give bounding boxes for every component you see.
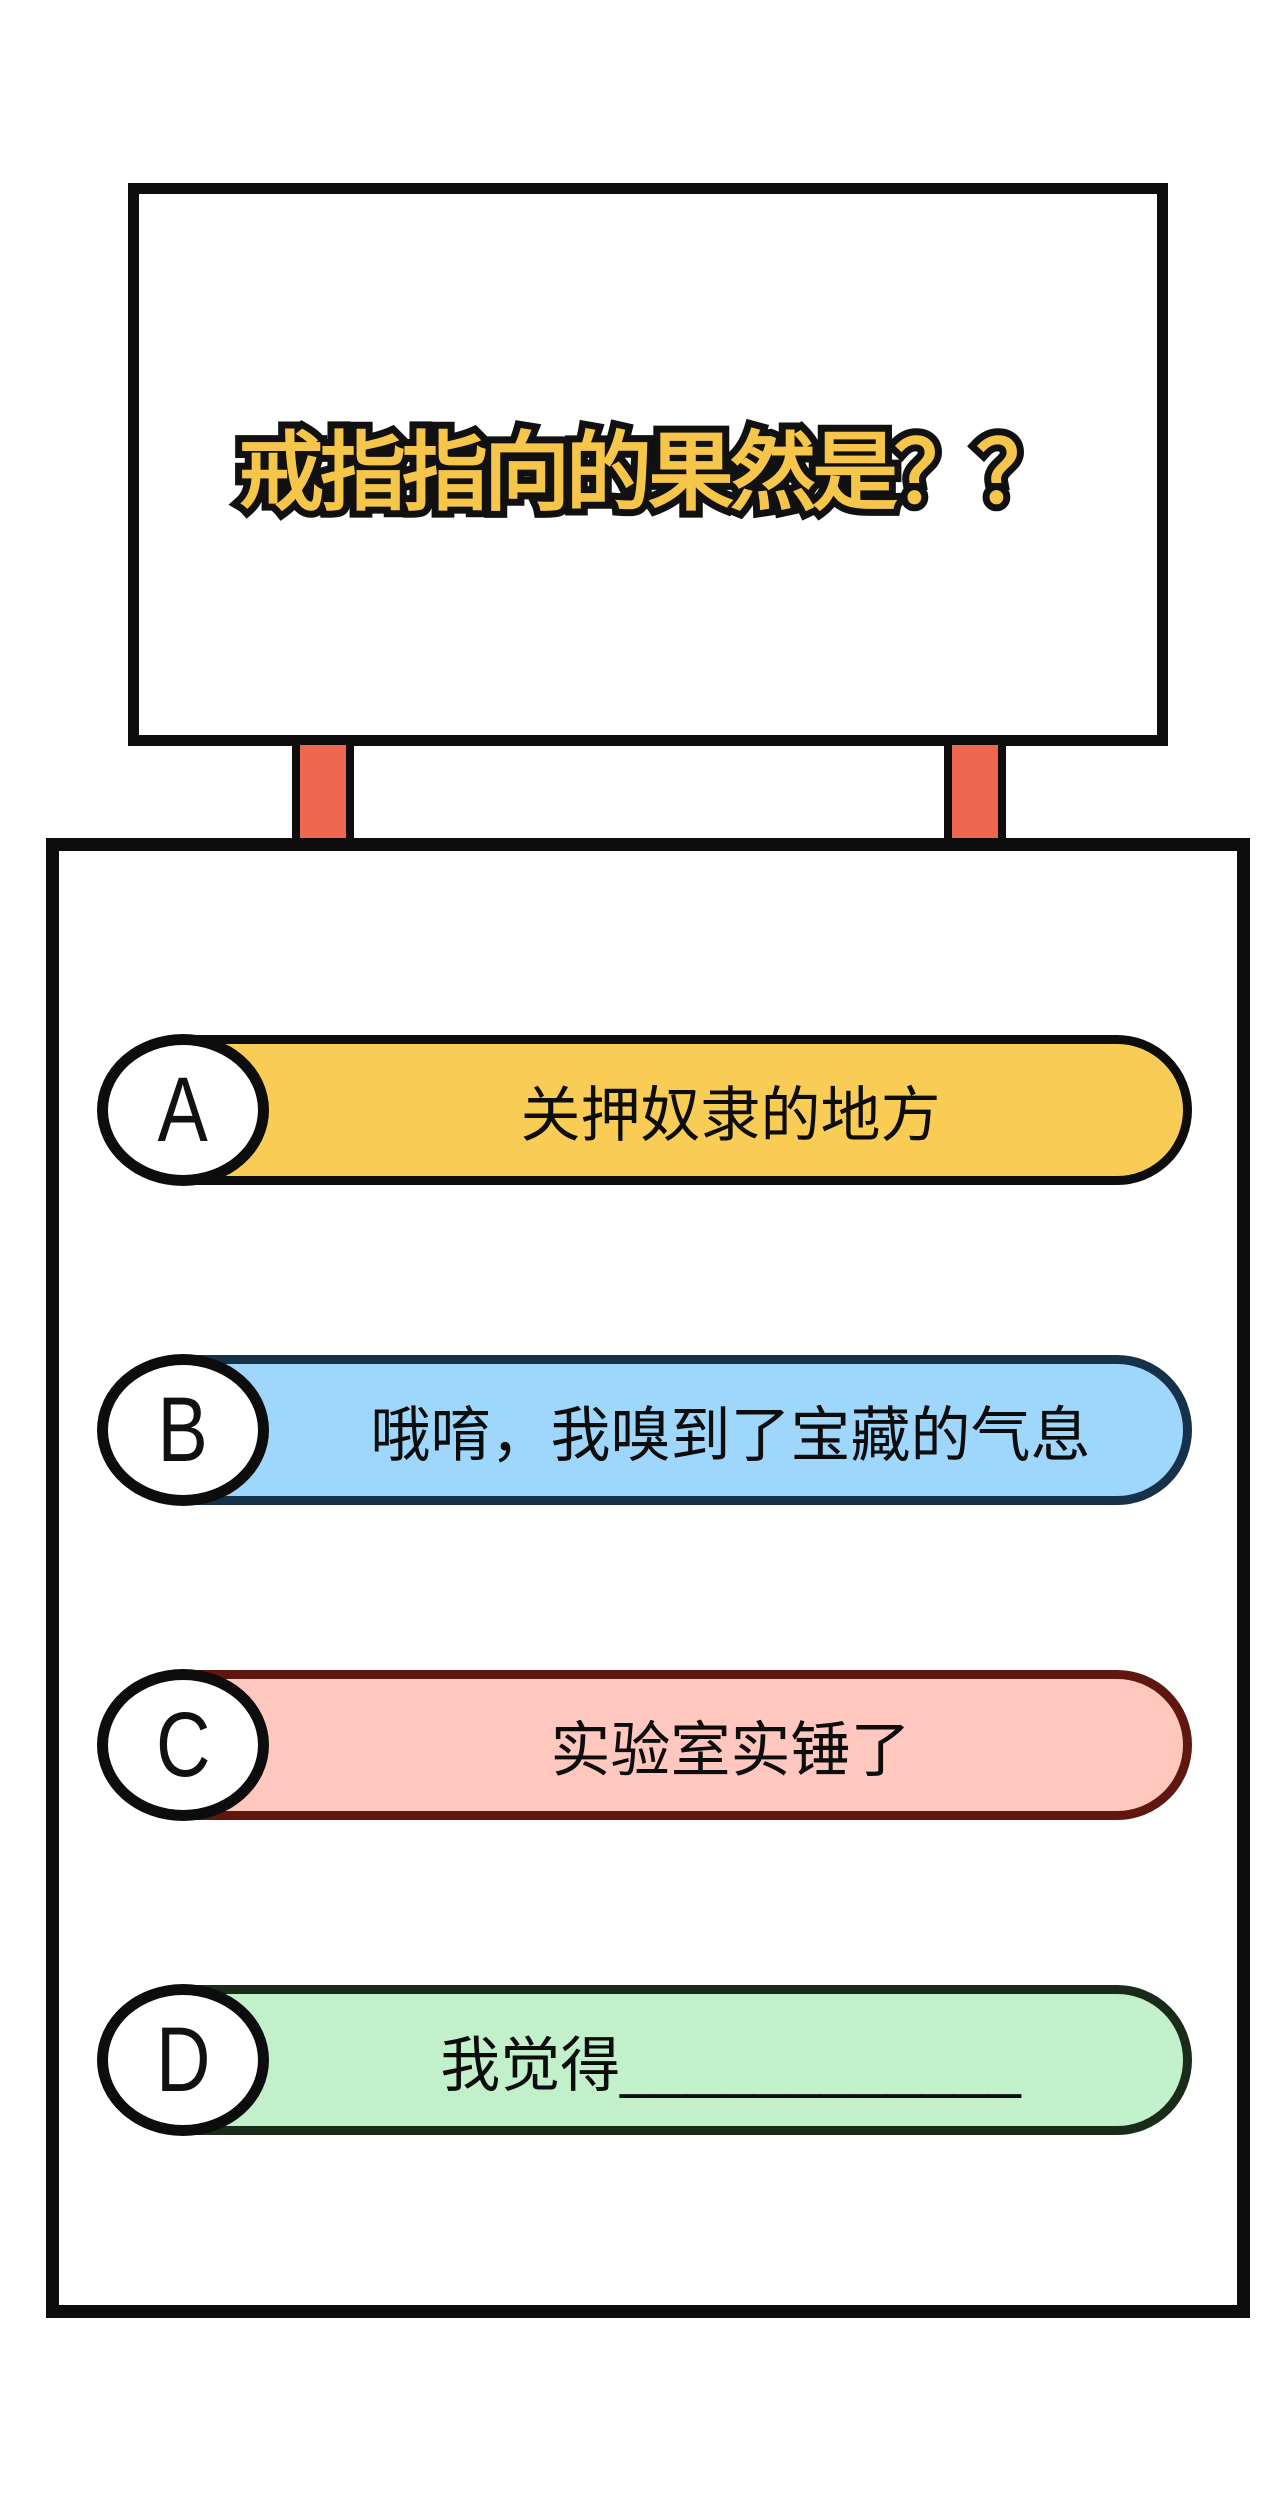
option-c-pill[interactable] bbox=[105, 1670, 1192, 1820]
option-b-badge: B bbox=[97, 1354, 269, 1506]
option-b-pill[interactable] bbox=[105, 1355, 1192, 1505]
board-post-left bbox=[292, 745, 354, 840]
option-c-badge: C bbox=[97, 1669, 269, 1821]
option-c-label: 实验室实锤了 bbox=[550, 1716, 911, 1784]
option-d[interactable]: D 我觉得____________ bbox=[97, 1984, 1192, 2136]
question-title-wrap: 戒指指向的果然是？？ 戒指指向的果然是？？ bbox=[139, 194, 1157, 735]
option-d-pill[interactable] bbox=[105, 1985, 1192, 2135]
question-title-outline: 戒指指向的果然是？？ bbox=[231, 418, 1069, 528]
option-d-badge: D bbox=[97, 1984, 269, 2136]
option-c[interactable]: C 实验室实锤了 bbox=[97, 1669, 1192, 1821]
option-a-pill[interactable] bbox=[105, 1035, 1192, 1185]
option-b[interactable]: B 哦唷，我嗅到了宝藏的气息 bbox=[97, 1354, 1192, 1506]
board-post-right bbox=[944, 745, 1006, 840]
option-c-letter: C bbox=[155, 1694, 211, 1796]
option-a[interactable]: A 关押奴隶的地方 bbox=[97, 1034, 1192, 1186]
question-board: 戒指指向的果然是？？ 戒指指向的果然是？？ bbox=[128, 183, 1168, 746]
option-a-badge: A bbox=[97, 1034, 269, 1186]
option-d-letter: D bbox=[155, 2009, 211, 2111]
option-b-letter: B bbox=[157, 1379, 209, 1481]
option-d-label: 我觉得____________ bbox=[440, 2031, 1021, 2099]
option-a-letter: A bbox=[157, 1059, 209, 1161]
option-b-label: 哦唷，我嗅到了宝藏的气息 bbox=[370, 1401, 1091, 1469]
question-title: 戒指指向的果然是？？ bbox=[238, 425, 1062, 521]
option-a-label: 关押奴隶的地方 bbox=[520, 1081, 941, 1149]
